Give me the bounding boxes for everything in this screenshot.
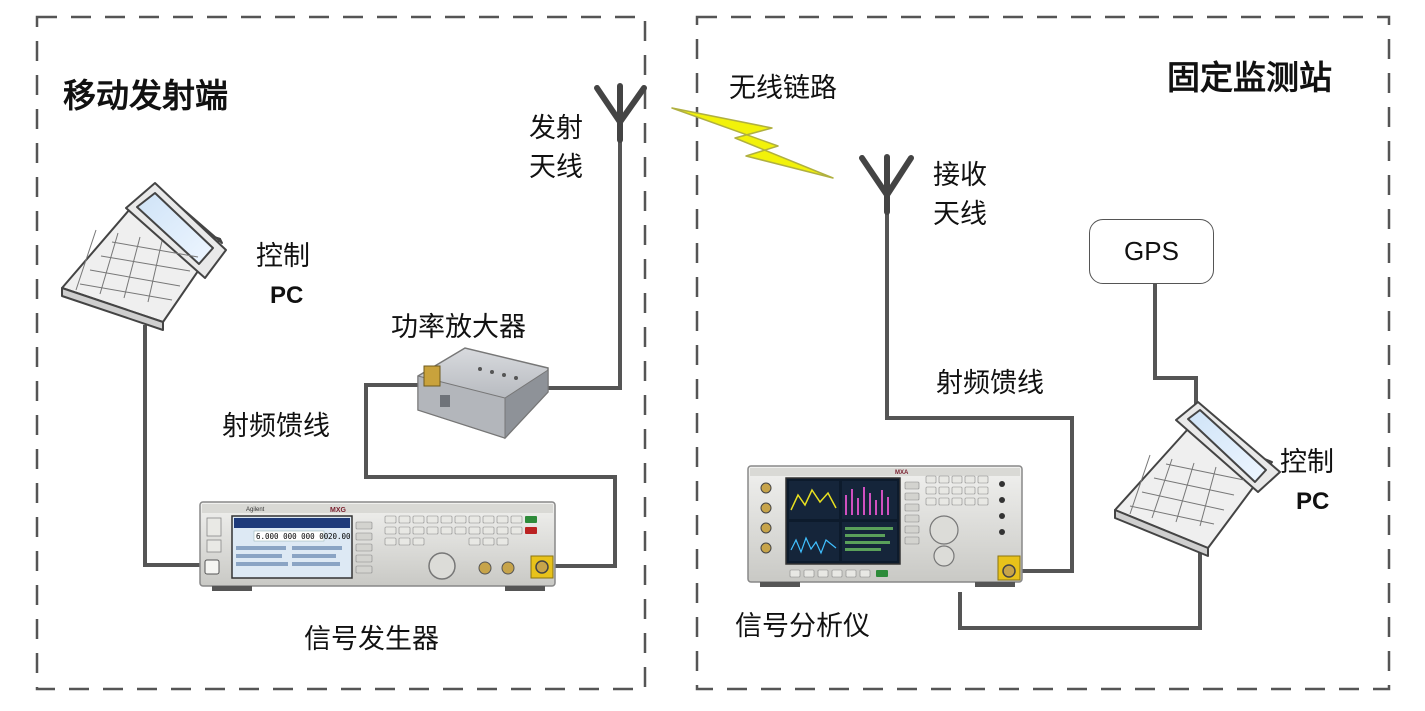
tx-antenna-label-line1: 发射 <box>529 113 583 144</box>
tx-antenna-icon <box>594 83 647 143</box>
rf-feeder-cable-left <box>364 383 617 568</box>
control-pc-label-right-line1: 控制 <box>1280 447 1334 478</box>
power-amplifier-label: 功率放大器 <box>391 312 526 343</box>
control-pc-label-left-line2: PC <box>270 282 304 309</box>
rx-antenna-icon <box>859 154 914 215</box>
gps-box: GPS <box>1089 219 1214 284</box>
analyzer-model-text: MXA <box>895 470 909 476</box>
rx-antenna-label-line1: 接收 <box>933 160 987 191</box>
rf-feeder-label-left: 射频馈线 <box>222 411 330 442</box>
cable-laptop-to-generator <box>143 325 205 567</box>
cable-gps-to-laptop <box>1153 284 1198 410</box>
signal-analyzer-device <box>747 465 1023 587</box>
tx-antenna-label-line2: 天线 <box>529 152 583 183</box>
laptop-icon-right <box>1114 401 1281 557</box>
cable-analyzer-to-laptop <box>958 550 1202 630</box>
generator-frequency-readout: 6.000 000 000 00 <box>256 532 329 541</box>
fixed-monitoring-station-title: 固定监测站 <box>1167 58 1332 97</box>
generator-amplitude-readout: 20.00 <box>328 532 351 541</box>
power-amplifier-icon <box>417 347 549 440</box>
rf-feeder-label-right: 射频馈线 <box>936 368 1044 399</box>
control-pc-label-right-line2: PC <box>1296 488 1330 515</box>
cable-amplifier-to-antenna <box>545 140 622 390</box>
mobile-transmitter-title: 移动发射端 <box>63 76 228 115</box>
left-panel-border <box>35 15 647 691</box>
rx-antenna-label-line2: 天线 <box>933 199 987 230</box>
generator-model-text: MXG <box>330 507 347 514</box>
laptop-icon-left <box>61 182 227 331</box>
signal-generator-label: 信号发生器 <box>304 624 439 655</box>
lightning-bolt-icon <box>671 107 834 179</box>
generator-brand-text: Agilent <box>246 507 265 513</box>
signal-analyzer-label: 信号分析仪 <box>735 611 870 642</box>
right-panel-border <box>695 15 1391 691</box>
signal-generator-device <box>199 501 556 591</box>
control-pc-label-left-line1: 控制 <box>256 241 310 272</box>
gps-label: GPS <box>1124 236 1179 266</box>
rf-feeder-cable-right <box>885 210 1074 573</box>
wireless-link-label: 无线链路 <box>729 73 837 104</box>
